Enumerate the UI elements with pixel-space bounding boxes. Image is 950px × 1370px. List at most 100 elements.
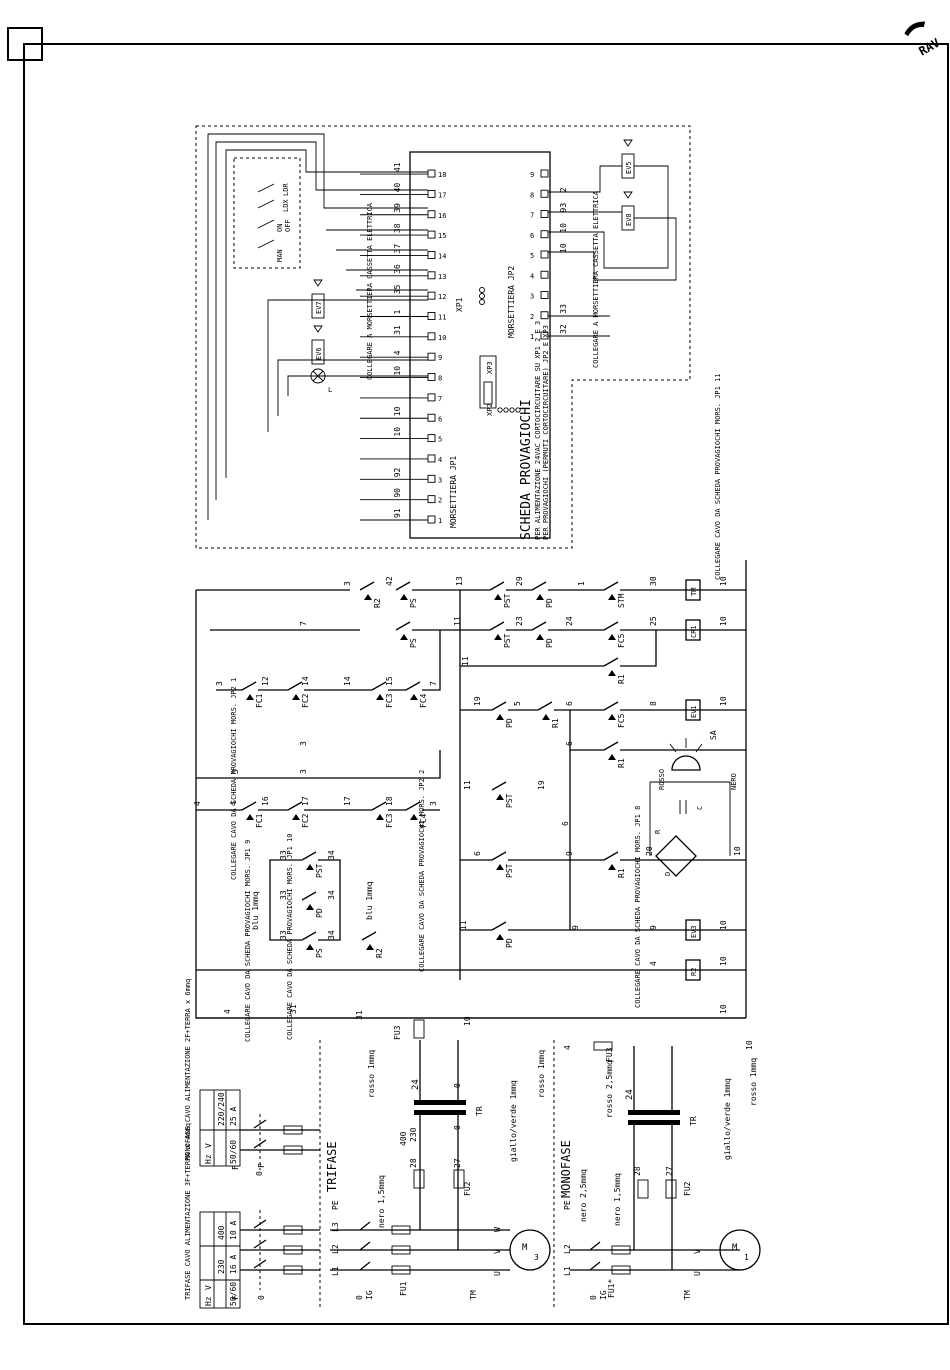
power-label: 0 [589, 1295, 598, 1300]
jp1-pin-number: 5 [438, 436, 442, 444]
svg-text:LDX: LDX [282, 199, 290, 212]
wire-number: 6 [565, 741, 574, 746]
contact-symbol: PD [531, 581, 554, 608]
svg-text:D: D [664, 872, 672, 876]
mono-input-switches [240, 1114, 320, 1170]
page-frame [7, 27, 949, 1325]
jp1-pin-number: 15 [438, 232, 446, 240]
wire-number: 9 [565, 851, 574, 856]
ev7-valve: EV7 [311, 279, 325, 319]
power-label: U [693, 1271, 702, 1276]
jp2-wire-number: 33 [559, 304, 568, 314]
wire-number: 12 [261, 676, 270, 686]
jp2-terminal: 82 [530, 187, 568, 199]
wire-number: 16 [261, 796, 270, 806]
wire-number: 4 [229, 801, 238, 806]
jp1-pin-number: 6 [438, 415, 442, 423]
jp2-wire-number: 93 [559, 203, 568, 213]
control-circuit: TM CR1 EV1 EV3 R2 SA C R D ROSSO NERO PS… [193, 373, 747, 1042]
contact-symbol: FC4 [405, 801, 428, 828]
contact-label: PST [315, 863, 324, 878]
wire-number: 4 [649, 961, 658, 966]
cable-mono: MONOFASE CAVO ALIMENTAZIONE 2F+TERRA x 6… [184, 979, 192, 1160]
wire-number: 29 [515, 576, 524, 586]
contact-label: PST [505, 863, 514, 878]
contact-label: PD [505, 938, 514, 948]
contact-label: FC1 [255, 693, 264, 708]
wire-number: 42 [385, 576, 394, 586]
contact-symbol: PST [491, 851, 514, 878]
note-jp2-2: COLLEGARE CAVO DA SCHEDA PROVAGIOCHI MOR… [418, 770, 426, 972]
jp2-pin-number: 9 [530, 171, 534, 179]
xp1-jumper [479, 287, 485, 305]
contact-label: R2 [375, 948, 384, 958]
svg-text:ROSSO: ROSSO [658, 769, 666, 790]
power-label: 27 [665, 1166, 674, 1176]
siren-sa: SA [669, 730, 718, 771]
power-label: TM [683, 1290, 692, 1300]
wire-number: 25 [649, 616, 658, 626]
wire-number: 23 [515, 616, 524, 626]
power-label: L1 [331, 1266, 340, 1276]
contact-symbol: FC5 [603, 621, 626, 648]
relay-cr1: CR1 [685, 619, 701, 641]
power-label: FU2 [463, 1181, 472, 1196]
jp1-pin-number: 4 [438, 456, 442, 464]
mono-fuse-1 [611, 1245, 631, 1255]
jp1-wire-number: 35 [393, 284, 402, 294]
jp1-pin-number: 11 [438, 314, 446, 322]
svg-text:10 A: 10 A [229, 1221, 238, 1240]
contact-symbol: PS [395, 621, 418, 648]
contact-label: R1 [617, 674, 626, 684]
jp1-wire-number: 90 [393, 488, 402, 498]
conn-note-jp1: COLLEGARE A MORSETTIERA CASSETTA ELETTRI… [366, 202, 374, 380]
transformer-trifase: TR 400 230 0 24 0 [399, 1040, 484, 1250]
contact-symbol: FC2 [287, 801, 310, 828]
power-label: IG [599, 1290, 608, 1300]
wire-number: 24 [565, 616, 574, 626]
wire-number: 15 [385, 676, 394, 686]
jp1-wire-number: 37 [393, 244, 402, 254]
contact-label: PD [545, 638, 554, 648]
wire-number: 34 [327, 890, 336, 900]
table-monofase: Hz V 50/60 220/240 25 A [199, 1089, 241, 1167]
jp1-wire-number: 91 [393, 508, 402, 518]
trifase-label: TRIFASE [325, 1141, 339, 1192]
nero15-wire: nero 1,5mmq [377, 1175, 386, 1228]
jp1-pin-number: 17 [438, 191, 446, 199]
power-label: L2 [331, 1244, 340, 1254]
rosso-wire: rosso 1mmq [367, 1050, 376, 1098]
svg-text:NERO: NERO [730, 773, 738, 790]
giallo-wire-b: giallo/verde 1mmq [723, 1078, 732, 1160]
board-note-1: PER ALIMENTAZIONE 24VAC CORTOCIRCUITARE … [534, 321, 542, 540]
wire-number: 14 [301, 676, 310, 686]
mode-switches: LDR LDX ON OFF MAN [257, 183, 292, 262]
ev5-valve: EV5 [621, 139, 635, 179]
contact-symbol: R2 [359, 581, 382, 608]
jp1-pin-number: 18 [438, 171, 446, 179]
rosso-wire-c: rosso 1mmq [749, 1058, 758, 1106]
jp1-block-label: MORSETTIERA JP1 [449, 456, 458, 528]
wire-number: 5 [513, 701, 522, 706]
wire-number: 7 [429, 681, 438, 686]
contact-label: FC3 [385, 693, 394, 708]
wire-number: 11 [459, 920, 468, 930]
jp2-pin-number: 3 [530, 293, 534, 301]
wire-number: 11 [463, 780, 472, 790]
xp2-xp3-jumpers: XP2 XP3 [479, 355, 521, 416]
jp1-pin-number: 16 [438, 212, 446, 220]
valve-ev1: EV1 [685, 699, 701, 721]
power-label: F [231, 1295, 240, 1300]
motor-monofase: M 1 [719, 1229, 761, 1271]
jp2-terminal: 233 [530, 304, 568, 321]
power-section: TRIFASE CAVO ALIMENTAZIONE 3F+TERRA x 4m… [184, 979, 761, 1310]
svg-text:OFF: OFF [284, 219, 292, 232]
svg-text:ON: ON [276, 224, 284, 232]
contact-symbol: FC1 [241, 681, 264, 708]
jp2-terminal: 4 [530, 270, 549, 280]
contact-symbol: PST [301, 851, 324, 878]
